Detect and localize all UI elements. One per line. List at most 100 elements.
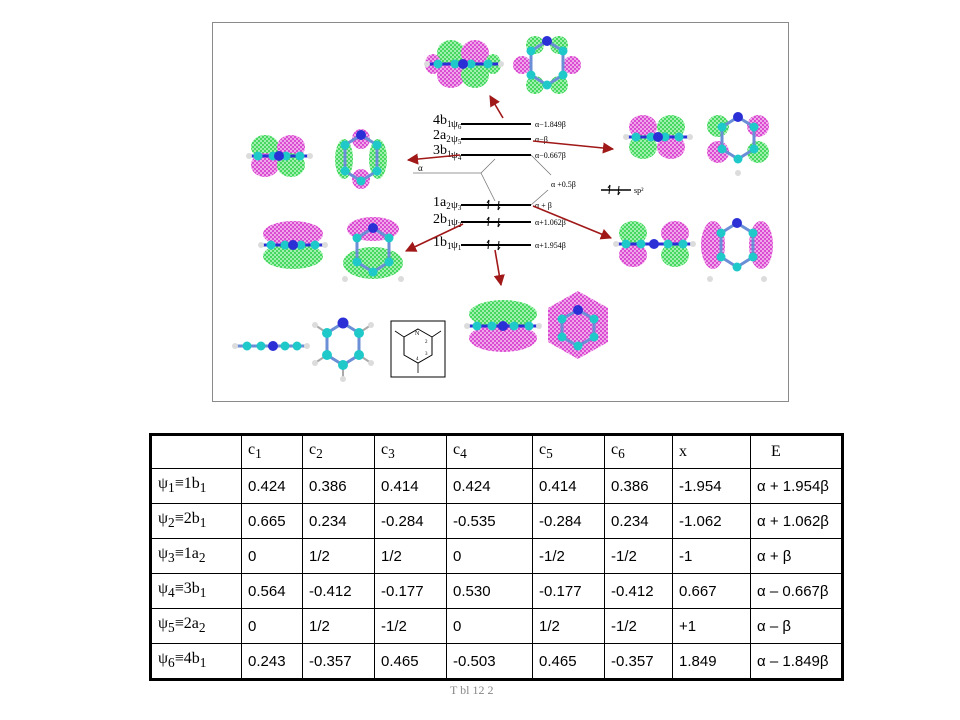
orbital-psi2-top	[342, 217, 404, 282]
label-1a2: 1a2	[433, 195, 451, 211]
coefficient-cell: -1/2	[374, 608, 447, 644]
coefficient-cell: -0.284	[532, 503, 605, 539]
sp2-label: sp²	[634, 186, 644, 195]
coefficient-cell: -1/2	[604, 538, 673, 574]
orbital-psi4-side	[246, 135, 313, 177]
arrow-to-psi3	[532, 205, 613, 240]
n-level-energy: α +0.5β	[551, 180, 576, 189]
atom-label-n: N	[415, 331, 420, 337]
header-c2: c2	[302, 435, 375, 469]
label-3b1: 3b1	[433, 143, 452, 159]
coefficient-cell: 0.386	[302, 468, 375, 504]
arrow-to-psi5	[532, 140, 615, 154]
mo-diagram-figure: 4b1 ψ6 2a2 ψ5 3b1 ψ4 1a2 ψ3 2b1 ψ2 1b1 ψ…	[212, 22, 789, 402]
coefficient-cell: -0.357	[604, 643, 673, 679]
coefficient-cell: 0.564	[241, 573, 303, 609]
pyridine-structure-box: N 2 3 4	[390, 320, 446, 378]
coefficient-cell: 1/2	[302, 608, 375, 644]
orbital-psi1-side	[464, 300, 542, 352]
coefficient-cell: -0.412	[302, 573, 375, 609]
row-label: ψ3≡1a2	[151, 538, 242, 574]
row-label: ψ1≡1b1	[151, 468, 242, 504]
energy-psi3: α + β	[535, 201, 552, 210]
pyridine-top-view	[312, 317, 374, 382]
mo-diagram-svg: 4b1 ψ6 2a2 ψ5 3b1 ψ4 1a2 ψ3 2b1 ψ2 1b1 ψ…	[232, 36, 773, 382]
level-labels: 4b1 ψ6 2a2 ψ5 3b1 ψ4 1a2 ψ3 2b1 ψ2 1b1 ψ…	[418, 113, 644, 252]
energy-cell: α + β	[750, 538, 842, 574]
label-4b1: 4b1	[433, 113, 452, 129]
arrow-to-psi2	[404, 223, 464, 252]
coefficient-cell: 0.243	[241, 643, 303, 679]
coefficient-cell: 0.234	[302, 503, 375, 539]
psi-3: ψ3	[451, 199, 462, 212]
coefficient-cell: -0.284	[374, 503, 447, 539]
coefficient-cell: -0.503	[446, 643, 533, 679]
psi-5: ψ5	[451, 133, 462, 146]
coefficient-cell: 1/2	[374, 538, 447, 574]
coefficient-cell: 0.414	[374, 468, 447, 504]
label-2a2: 2a2	[433, 128, 451, 144]
coefficient-cell: 1/2	[532, 608, 605, 644]
energy-psi4: α−0.667β	[535, 151, 566, 160]
coefficient-cell: 0.414	[532, 468, 605, 504]
energy-cell: α – 1.849β	[750, 643, 842, 679]
energy-psi2: α+1.062β	[535, 218, 566, 227]
header-e: E	[750, 435, 842, 469]
coefficient-cell: 0	[241, 538, 303, 574]
coefficient-cell: -0.412	[604, 573, 673, 609]
coefficient-cell: 0.530	[446, 573, 533, 609]
coefficient-cell: -0.535	[446, 503, 533, 539]
header-c4: c4	[446, 435, 533, 469]
header-c5: c5	[532, 435, 605, 469]
coefficient-cell: -1/2	[604, 608, 673, 644]
orbital-psi3-side	[613, 221, 696, 267]
coefficient-cell: 0	[241, 608, 303, 644]
coefficient-cell: 1/2	[302, 538, 375, 574]
energy-cell: α – 0.667β	[750, 573, 842, 609]
x-cell: 1.849	[672, 643, 751, 679]
energy-psi5: α−β	[535, 135, 548, 144]
label-1b1: 1b1	[433, 235, 452, 251]
coefficient-cell: -0.177	[532, 573, 605, 609]
orbital-psi6-side	[424, 40, 504, 88]
table-caption-fragment: T bl 12 2	[450, 683, 494, 697]
coefficient-cell: 0	[446, 608, 533, 644]
psi-6: ψ6	[451, 118, 462, 131]
energy-cell: α + 1.062β	[750, 503, 842, 539]
coefficient-cell: -0.177	[374, 573, 447, 609]
orbital-psi3-top	[701, 218, 773, 282]
x-cell: 0.667	[672, 573, 751, 609]
row-label: ψ5≡2a2	[151, 608, 242, 644]
energy-level-diagram	[413, 123, 631, 251]
arrows	[404, 95, 615, 287]
coefficient-cell: 0.465	[532, 643, 605, 679]
row-label: ψ4≡3b1	[151, 573, 242, 609]
x-cell: -1.062	[672, 503, 751, 539]
x-cell: -1	[672, 538, 751, 574]
alpha-label: α	[418, 163, 423, 173]
coefficient-cell: -1/2	[532, 538, 605, 574]
header-x: x	[672, 435, 751, 469]
arrow-to-psi4	[406, 153, 461, 165]
header-c3: c3	[374, 435, 447, 469]
x-cell: +1	[672, 608, 751, 644]
energy-psi6: α−1.849β	[535, 120, 566, 129]
row-label: ψ6≡4b1	[151, 643, 242, 679]
orbital-psi5-top	[707, 112, 769, 176]
header-c1: c1	[241, 435, 303, 469]
coefficient-cell: 0.424	[241, 468, 303, 504]
electron-pairs	[486, 184, 621, 251]
coefficient-cell: 0.234	[604, 503, 673, 539]
energy-cell: α – β	[750, 608, 842, 644]
coefficient-cell: 0.465	[374, 643, 447, 679]
orbital-psi5-side	[623, 115, 693, 159]
orbital-psi4-top	[335, 129, 387, 189]
atom-label-3: 3	[425, 352, 428, 357]
